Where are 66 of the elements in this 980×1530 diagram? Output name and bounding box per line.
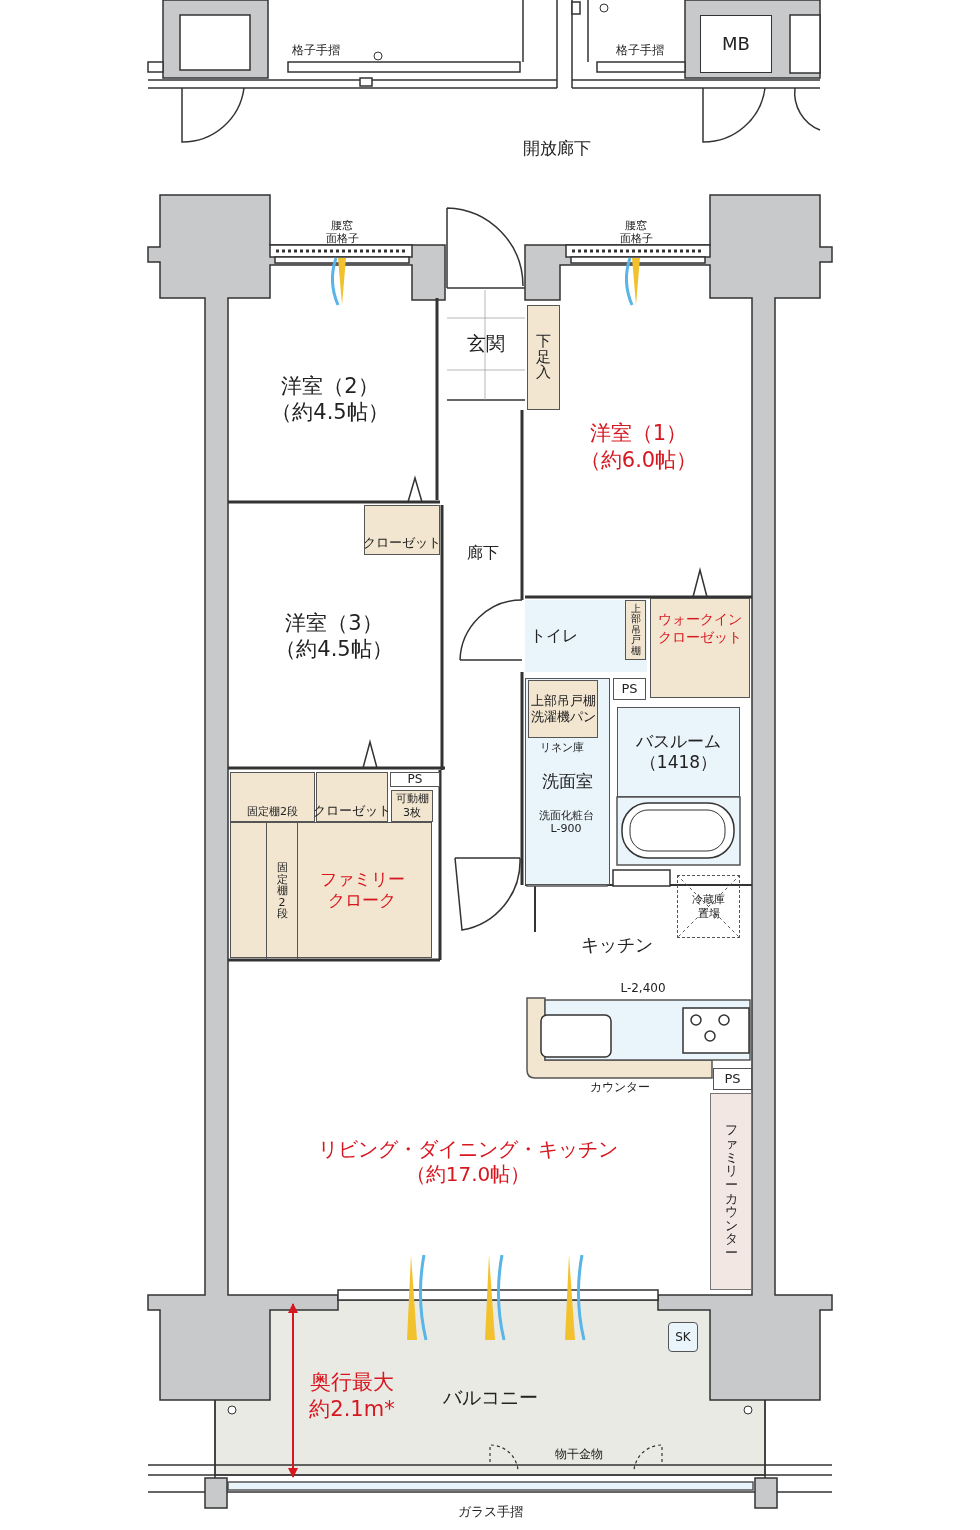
grille-label: 面格子 (619, 232, 653, 246)
railing-label: 格子手摺 (292, 44, 340, 58)
washroom (525, 678, 610, 885)
room-name: ファミリークローク (319, 868, 405, 912)
grille-label: 面格子 (325, 232, 359, 246)
fixed-shelf (266, 823, 298, 959)
shelf-label: 可動棚3枚 (395, 792, 429, 820)
room-name: バスルーム (636, 730, 721, 752)
cabinet-label: 上部吊戸棚 (530, 693, 596, 709)
room-name: 洗面室 (542, 770, 593, 793)
box-label: MB (722, 32, 750, 56)
room-area: （約4.5帖） (275, 636, 393, 663)
size-label: L-900 (550, 822, 582, 836)
closet-label: ウォークインクローゼット (658, 611, 742, 646)
shelf-label: 固定棚2段 (276, 862, 288, 920)
box-label: PS (724, 1070, 741, 1088)
window-label: 腰窓 (625, 219, 647, 233)
cabinet-label: 下足入 (536, 333, 551, 382)
storage-label: リネン庫 (540, 741, 584, 755)
cabinet-label: 上部吊戸棚 (630, 603, 641, 657)
window-label: 腰窓 (331, 219, 353, 233)
corridor-label: 開放廊下 (523, 138, 591, 158)
counter-label: ファミリーカウンター (724, 1123, 738, 1260)
walk-in-closet (650, 598, 750, 698)
room-name: トイレ (530, 626, 578, 646)
room-name: リビング・ダイニング・キッチン (318, 1137, 618, 1162)
box-label: SK (675, 1329, 691, 1345)
family-counter (710, 1093, 752, 1290)
box-label: PS (621, 680, 638, 698)
wall-cabinet (625, 600, 646, 660)
ps-box (390, 772, 440, 787)
railing-label: ガラス手摺 (457, 1504, 523, 1520)
shoe-cabinet (527, 305, 560, 410)
room-name: 洋室（3） (285, 609, 383, 636)
hallway-label: 廊下 (467, 544, 499, 562)
washer-pan (528, 680, 598, 738)
drying-rack-label: 物干金物 (555, 1448, 603, 1462)
ps-box (713, 1068, 752, 1090)
shelf-label: 固定棚2段 (247, 805, 298, 819)
dimension-label: 約2.1m* (309, 1398, 395, 1422)
washer-label: 洗濯機パン (530, 709, 596, 725)
toilet-room (525, 600, 647, 672)
ps-box (613, 678, 646, 700)
counter-label: カウンター (590, 1081, 650, 1095)
meter-box (700, 15, 772, 73)
bathroom (617, 707, 740, 797)
fixed-shelf (230, 772, 315, 822)
room-name: 洋室（1） (589, 420, 688, 447)
dimension-label: 奥行最大 (310, 1371, 394, 1395)
kitchen-label: キッチン (581, 935, 653, 955)
box-label: PS (407, 772, 423, 787)
sink-box (668, 1322, 698, 1352)
size-label: L-2,400 (620, 982, 666, 996)
fridge-space (677, 875, 740, 938)
room-area: （約4.5帖） (271, 399, 389, 426)
room-name: 洋室（2） (281, 372, 379, 399)
room-area: （約6.0帖） (579, 446, 698, 473)
family-closet (230, 822, 432, 958)
room-name: バルコニー (442, 1386, 538, 1410)
closet (364, 505, 440, 555)
vanity-label: 洗面化粧台 (538, 809, 594, 823)
room-name: 玄関 (467, 332, 505, 356)
room-area: （約17.0帖） (405, 1162, 531, 1187)
room-size: （1418） (639, 752, 718, 774)
railing-label: 格子手摺 (616, 44, 664, 58)
space-label: 冷蔵庫置場 (692, 892, 725, 921)
